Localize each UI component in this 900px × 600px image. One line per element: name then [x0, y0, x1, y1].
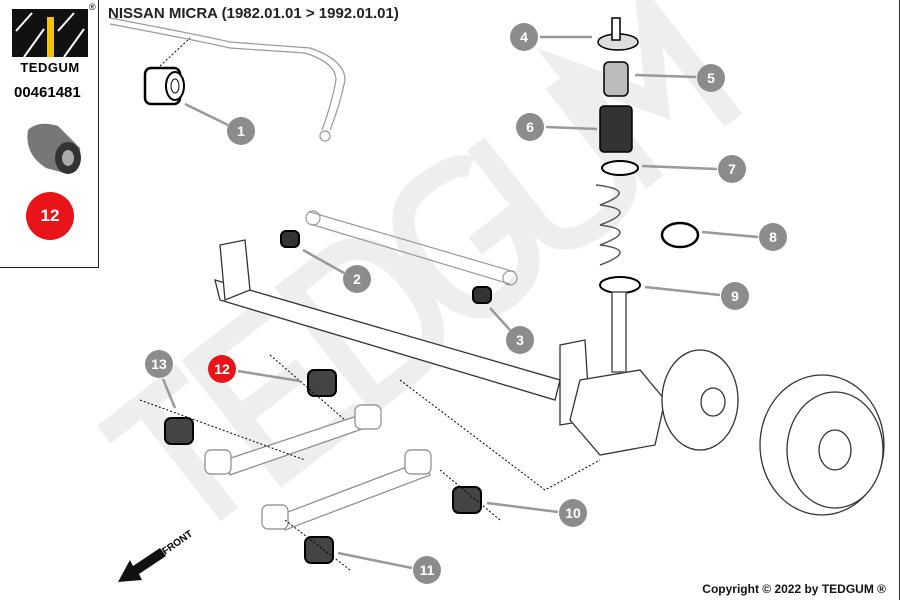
- svg-text:11: 11: [420, 562, 435, 578]
- copyright: Copyright © 2022 by TEDGUM ®: [702, 582, 886, 596]
- callout-5[interactable]: 5: [697, 64, 725, 92]
- lateral-rod: [305, 210, 518, 286]
- callout-8[interactable]: 8: [759, 223, 787, 251]
- svg-text:7: 7: [728, 161, 736, 177]
- svg-text:3: 3: [516, 332, 524, 348]
- callout-7[interactable]: 7: [718, 155, 746, 183]
- svg-text:5: 5: [707, 70, 715, 86]
- svg-text:8: 8: [769, 229, 777, 245]
- bushing-thumbnail: [27, 123, 81, 174]
- svg-text:10: 10: [565, 505, 581, 521]
- lower-links: [204, 404, 432, 531]
- wheel-drum: [759, 374, 885, 516]
- part-number: 00461481: [14, 84, 81, 101]
- callout-12-selected[interactable]: 12: [208, 355, 236, 383]
- leader-lines: [161, 35, 759, 570]
- tedgum-logo: [12, 9, 88, 57]
- svg-text:9: 9: [731, 288, 739, 304]
- front-label: FRONT: [160, 529, 195, 558]
- callout-11[interactable]: 11: [413, 556, 441, 584]
- callout-1[interactable]: 1: [227, 117, 255, 145]
- callout-10[interactable]: 10: [559, 499, 587, 527]
- svg-text:2: 2: [353, 271, 361, 287]
- bushing-parts: [164, 230, 492, 564]
- bushing-part-1: [143, 66, 185, 106]
- svg-text:4: 4: [520, 29, 528, 45]
- callout-9[interactable]: 9: [721, 282, 749, 310]
- brand-name: TEDGUM: [20, 60, 80, 75]
- svg-text:6: 6: [526, 119, 534, 135]
- front-arrow: FRONT: [118, 529, 195, 582]
- callout-3[interactable]: 3: [506, 326, 534, 354]
- callout-6[interactable]: 6: [516, 113, 544, 141]
- page-title: NISSAN MICRA (1982.01.01 > 1992.01.01): [108, 5, 399, 22]
- hub-assembly: [569, 349, 739, 456]
- svg-text:1: 1: [237, 123, 245, 139]
- registered-mark: ®: [89, 2, 96, 12]
- selected-part-badge: 12: [26, 192, 74, 240]
- svg-text:12: 12: [214, 361, 230, 377]
- callout-13[interactable]: 13: [145, 350, 173, 378]
- strut-assembly: [595, 17, 700, 373]
- callout-4[interactable]: 4: [510, 23, 538, 51]
- callout-2[interactable]: 2: [343, 265, 371, 293]
- stabilizer-bar: [109, 17, 346, 142]
- svg-text:13: 13: [151, 356, 167, 372]
- part-info-panel: ® TEDGUM 00461481 12: [0, 0, 99, 268]
